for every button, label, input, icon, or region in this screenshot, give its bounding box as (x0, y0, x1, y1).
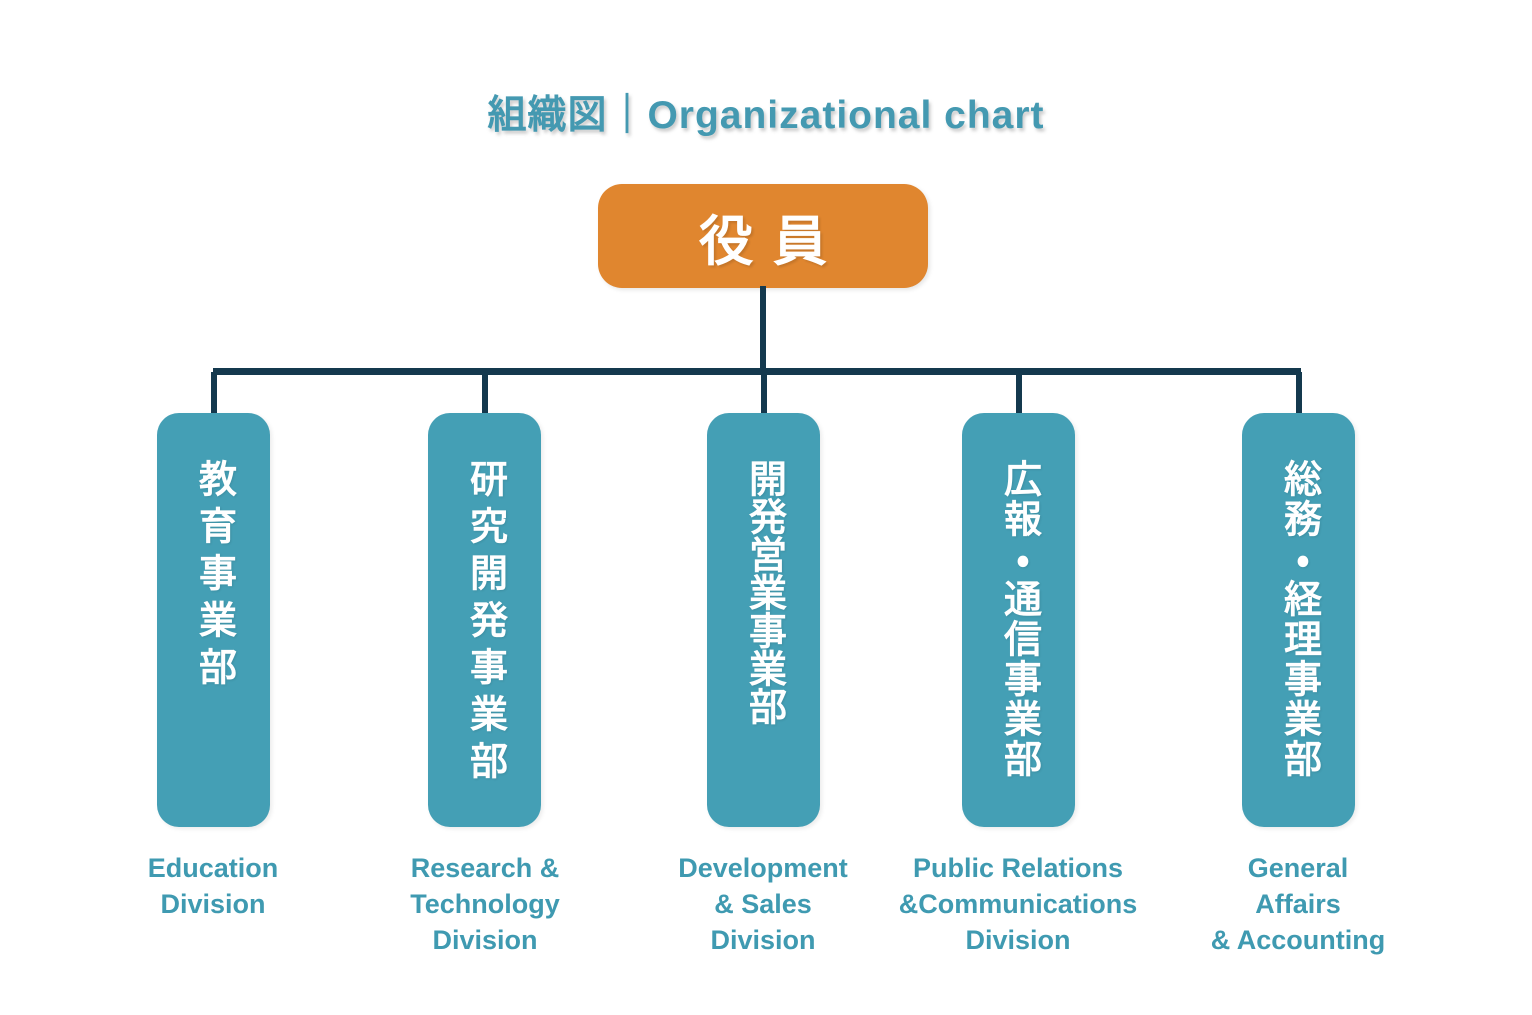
division-node-public-relations: 広報・通信事業部 (962, 413, 1075, 827)
connector-drop-general-affairs (1296, 372, 1302, 416)
connector-drop-education (211, 372, 217, 416)
connector-drop-research (482, 372, 488, 416)
connector-drop-public-relations (1016, 372, 1022, 416)
division-ja-label: 研究開発事業部 (463, 459, 506, 788)
division-node-education: 教育事業部 (157, 413, 270, 827)
division-en-label-general-affairs: General Affairs & Accounting (1210, 853, 1386, 955)
connector-drop-development (761, 372, 767, 416)
division-node-research: 研究開発事業部 (428, 413, 541, 827)
division-node-general-affairs: 総務・経理事業部 (1242, 413, 1355, 827)
division-ja-label: 広報・通信事業部 (997, 459, 1040, 779)
division-en-label-public-relations: Public Relations &Communications Divisio… (898, 853, 1138, 955)
executive-node: 役員 (598, 184, 928, 288)
executive-node-label: 役員 (699, 211, 847, 272)
connector-horizontal-bar (213, 368, 1301, 375)
page-title: 組織図｜Organizational chart (487, 94, 1045, 137)
division-en-label-research: Research & Technology Division (410, 853, 560, 955)
division-ja-label: 開発営業事業部 (742, 459, 785, 725)
connector-root-stem (760, 286, 766, 372)
division-en-label-development: Development & Sales Division (678, 853, 848, 955)
division-ja-label: 総務・経理事業部 (1277, 459, 1320, 779)
division-en-label-education: Education Division (147, 853, 279, 919)
division-ja-label: 教育事業部 (192, 459, 235, 694)
division-node-development: 開発営業事業部 (707, 413, 820, 827)
